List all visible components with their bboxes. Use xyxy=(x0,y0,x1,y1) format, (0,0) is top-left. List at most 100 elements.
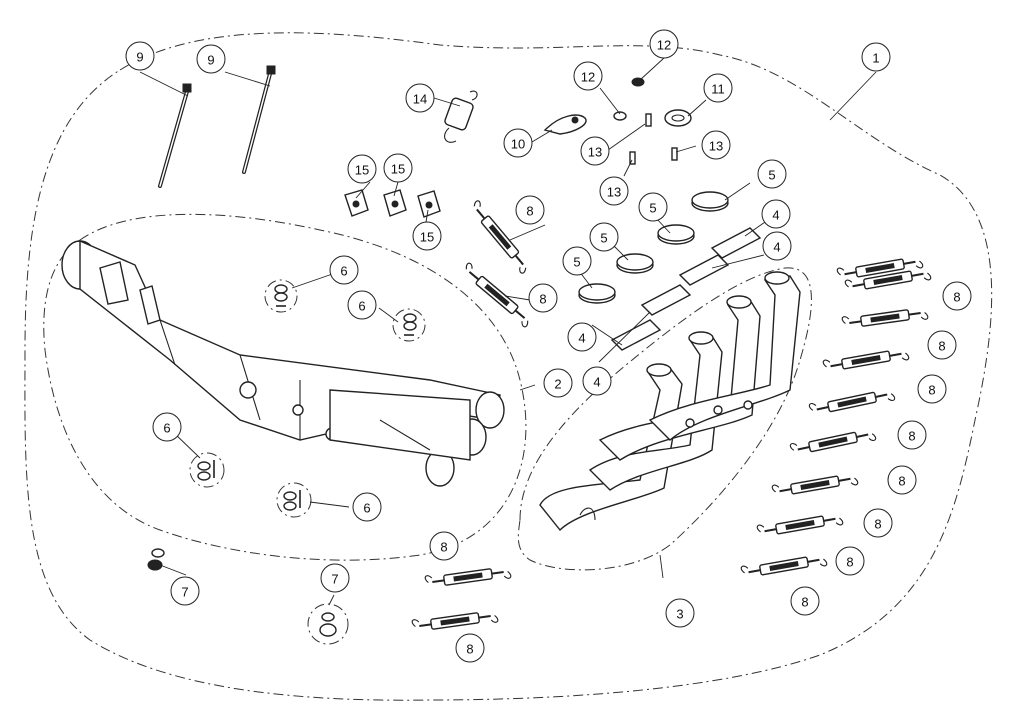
callout-bubble xyxy=(329,255,359,285)
callout-number: 5 xyxy=(649,201,656,216)
washer-12-top xyxy=(631,77,645,87)
callout-bubble xyxy=(503,128,533,158)
callout-c7a: 7 xyxy=(170,576,200,606)
callout-c12b: 12 xyxy=(573,61,603,91)
callout-bubble xyxy=(863,508,893,538)
hook-spring-8-i xyxy=(771,475,859,495)
callout-c6a: 6 xyxy=(329,255,359,285)
callout-bubble xyxy=(701,130,731,160)
hook-spring-8-l xyxy=(424,568,512,586)
callout-number: 13 xyxy=(709,139,723,154)
callout-number: 7 xyxy=(181,585,188,600)
callout-bubble xyxy=(562,246,592,276)
callout-bubble xyxy=(762,231,792,261)
callout-number: 8 xyxy=(801,595,808,610)
callout-c8h: 8 xyxy=(863,508,893,538)
fastener-set-6-d xyxy=(276,482,312,518)
callout-number: 13 xyxy=(607,185,621,200)
hook-spring-14 xyxy=(444,90,478,143)
bolt-13-left xyxy=(629,151,636,165)
bolt-13-center xyxy=(645,113,652,127)
gasket-5-c xyxy=(657,224,695,245)
cable-tie-left xyxy=(158,83,192,188)
callout-bubble xyxy=(412,221,442,251)
callout-bubble xyxy=(528,283,558,313)
fastener-set-6-a xyxy=(264,279,298,313)
callout-c15b: 15 xyxy=(383,153,413,183)
callout-number: 12 xyxy=(581,70,595,85)
fastener-set-6-c xyxy=(189,452,225,488)
callout-number: 5 xyxy=(600,231,607,246)
callout-number: 12 xyxy=(657,38,671,53)
callout-c8f: 8 xyxy=(897,420,927,450)
callout-number: 8 xyxy=(874,517,881,532)
callout-c1: 1 xyxy=(861,42,891,72)
callout-c5b: 5 xyxy=(638,192,668,222)
callout-c8e: 8 xyxy=(917,374,947,404)
callout-c8k: 8 xyxy=(429,531,459,561)
callout-number: 8 xyxy=(440,540,447,555)
callout-bubble xyxy=(170,576,200,606)
hook-springs-group xyxy=(411,200,932,630)
callout-c15c: 15 xyxy=(412,221,442,251)
callout-c13a: 13 xyxy=(580,136,610,166)
callout-number: 8 xyxy=(539,292,546,307)
collar-4-c xyxy=(678,254,730,286)
callout-bubble xyxy=(589,222,619,252)
callout-bubble xyxy=(887,465,917,495)
callout-number: 8 xyxy=(928,383,935,398)
callout-c7b: 7 xyxy=(320,563,350,593)
callout-c10: 10 xyxy=(503,128,533,158)
header-assembly-outline xyxy=(517,267,812,571)
hook-spring-8-k xyxy=(740,556,828,576)
callout-bubble xyxy=(429,531,459,561)
callout-bubble xyxy=(582,366,612,396)
callout-bubble xyxy=(125,41,155,71)
bolt-13-right xyxy=(671,147,678,161)
callout-number: 8 xyxy=(898,474,905,489)
callout-number: 6 xyxy=(358,299,365,314)
callout-number: 13 xyxy=(588,145,602,160)
spring-clamp-11 xyxy=(664,109,692,127)
callout-bubble xyxy=(152,412,182,442)
callout-number: 5 xyxy=(768,168,775,183)
cable-tie-right xyxy=(242,65,276,174)
hook-spring-8-j xyxy=(756,515,844,535)
callout-c4b: 4 xyxy=(762,231,792,261)
callout-c4c: 4 xyxy=(567,322,597,352)
callout-bubble xyxy=(347,290,377,320)
callout-number: 14 xyxy=(413,92,427,107)
callout-number: 4 xyxy=(593,375,600,390)
callout-number: 9 xyxy=(207,53,214,68)
callout-bubble xyxy=(703,73,733,103)
callout-c8d: 8 xyxy=(927,330,957,360)
callout-number: 6 xyxy=(363,501,370,516)
callout-c6d: 6 xyxy=(352,492,382,522)
muffler-assembly-outline xyxy=(43,213,527,561)
callout-number: 9 xyxy=(136,50,143,65)
gasket-5-a xyxy=(578,283,616,304)
callout-number: 15 xyxy=(420,230,434,245)
callout-c13c: 13 xyxy=(599,176,629,206)
callout-number: 11 xyxy=(711,82,725,97)
plug-7-b xyxy=(307,603,349,645)
callout-bubble xyxy=(405,83,435,113)
leader-lines xyxy=(139,57,877,606)
collar-4-a xyxy=(610,319,662,351)
callout-bubble xyxy=(383,153,413,183)
callout-c4a: 4 xyxy=(761,199,791,229)
callout-c8g: 8 xyxy=(887,465,917,495)
callout-bubble xyxy=(917,374,947,404)
callout-c9a: 9 xyxy=(125,41,155,71)
clip-15-a xyxy=(344,189,369,217)
plug-7-a xyxy=(147,548,165,571)
callout-number: 8 xyxy=(846,555,853,570)
callout-bubble xyxy=(897,420,927,450)
callout-number: 5 xyxy=(573,255,580,270)
callout-bubble xyxy=(649,29,679,59)
callout-c9b: 9 xyxy=(196,44,226,74)
callout-number: 8 xyxy=(466,642,473,657)
callout-bubble xyxy=(835,546,865,576)
callout-number: 8 xyxy=(526,204,533,219)
collar-4-d xyxy=(710,227,762,259)
